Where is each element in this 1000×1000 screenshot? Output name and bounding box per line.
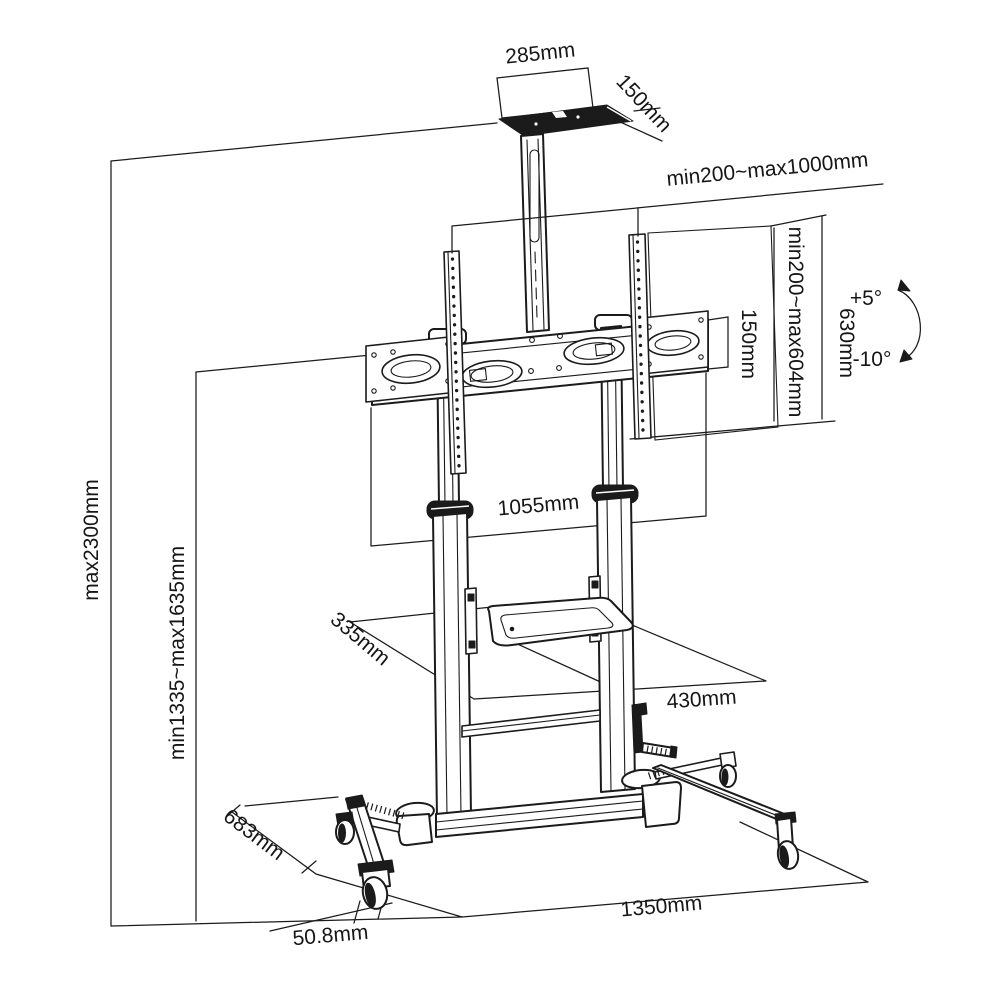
dim-label-mount-width-range: min200~max1000mm — [665, 148, 869, 191]
right-foot — [641, 781, 682, 828]
dim-line-base-width — [461, 881, 869, 918]
casters — [335, 751, 800, 910]
dim-label-top-shelf-depth: 150mm — [611, 70, 676, 137]
dim-label-column-span: 1055mm — [497, 491, 580, 521]
cross-brace — [461, 709, 601, 738]
dim-label-shelf-depth: 335mm — [326, 608, 394, 671]
dim-line-mount-width — [451, 183, 884, 254]
base-beam — [435, 793, 644, 838]
left-foot — [395, 813, 433, 847]
caster-front-right — [774, 811, 800, 870]
vesa-strip-right — [628, 233, 652, 440]
caster-rear-right — [719, 751, 737, 788]
dim-label-base-depth: 683mm — [219, 805, 289, 866]
base-assembly — [345, 756, 793, 867]
mount-plate-right — [641, 310, 709, 375]
caster-front-left — [357, 859, 395, 910]
crank-handle — [631, 702, 678, 759]
dimension-lines — [110, 67, 869, 932]
av-shelf — [464, 575, 634, 655]
camera-shelf — [498, 104, 634, 137]
shelf-tray — [487, 596, 634, 647]
rail-oval-right — [563, 336, 625, 366]
dim-label-base-width: 1350mm — [620, 892, 703, 922]
columns-lower — [426, 484, 639, 820]
dim-label-vesa-height-range: min200~max604mm — [784, 227, 807, 418]
left-outer-tube — [432, 512, 472, 820]
dim-label-max-height: max2300mm — [80, 479, 103, 600]
dim-label-bracket-height: 630mm — [835, 308, 858, 378]
floor-edge-left — [231, 811, 463, 918]
right-outer-tube — [596, 496, 636, 793]
dim-label-top-shelf-width: 285mm — [504, 38, 576, 68]
dim-label-plate-height: 150mm — [737, 309, 760, 379]
dim-label-height-range: min1335~max1635mm — [166, 546, 189, 760]
dim-label-shelf-width: 430mm — [666, 686, 737, 714]
dim-line-plate-height — [707, 316, 729, 370]
vesa-strip-left — [443, 250, 467, 475]
dim-line-column-span — [370, 372, 707, 547]
rail-oval-left — [461, 359, 523, 389]
shelf-bracket-left — [464, 587, 478, 655]
dim-label-caster-size: 50.8mm — [292, 921, 370, 951]
mount-plate-left — [365, 335, 459, 403]
dim-label-tilt-up: +5° — [850, 287, 882, 310]
tilt-arrow-icon — [897, 279, 922, 363]
dim-label-tilt-down: -10° — [853, 348, 892, 371]
top-pole — [520, 133, 550, 333]
caster-rear-left — [335, 811, 355, 845]
